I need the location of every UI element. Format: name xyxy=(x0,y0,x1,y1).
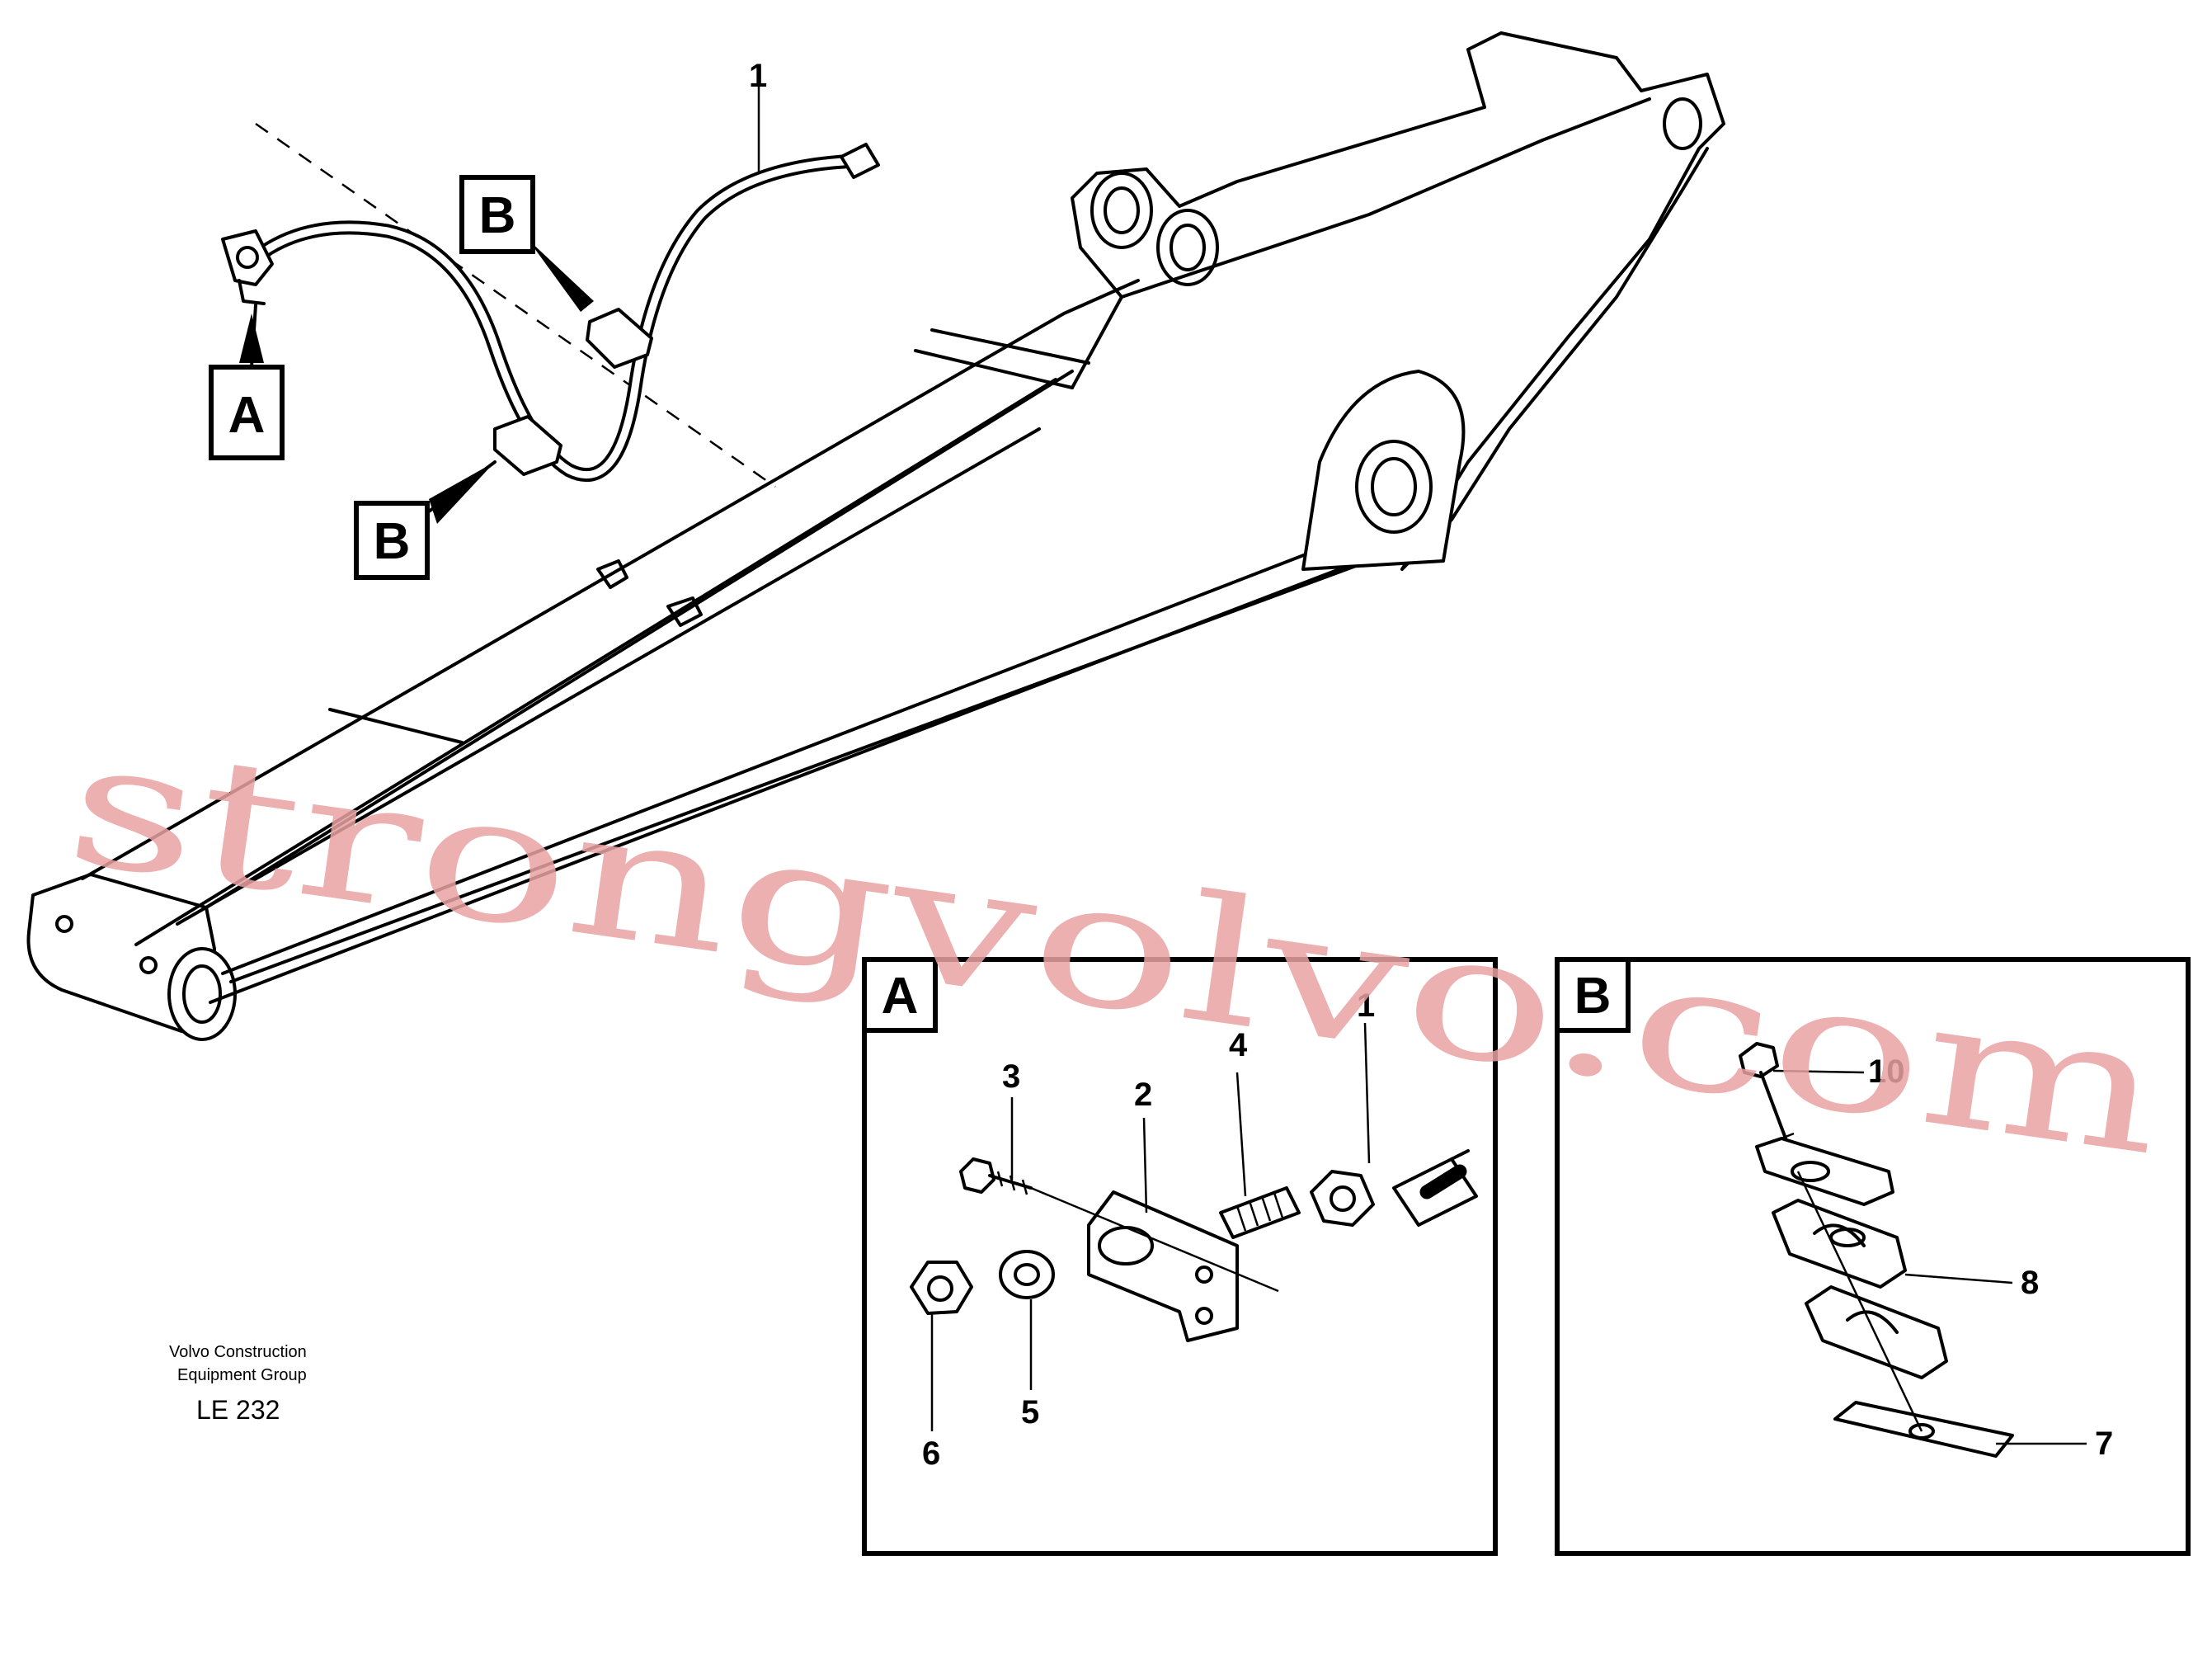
detail-a-title: A xyxy=(882,968,919,1025)
watermark: strongvolvo.com xyxy=(56,700,2175,1195)
detail-marker-b-lower: B xyxy=(354,501,430,580)
part-3-label: 3 xyxy=(1002,1058,1020,1095)
part-8-label: 8 xyxy=(2021,1265,2039,1301)
detail-a-panel: A 1 2 3 4 xyxy=(862,957,1498,1556)
drawing-code: LE 232 xyxy=(196,1395,280,1425)
detail-marker-a: A xyxy=(209,365,285,460)
detail-marker-b-upper: B xyxy=(459,175,535,254)
part-2-label: 2 xyxy=(1134,1077,1152,1113)
part-6-label: 6 xyxy=(922,1435,940,1472)
part-10-label: 10 xyxy=(1868,1053,1905,1090)
svg-text:B: B xyxy=(479,187,516,244)
part-1-label-a: 1 xyxy=(1357,987,1375,1024)
svg-text:A: A xyxy=(228,387,266,444)
main-hose-label: 1 xyxy=(749,58,767,94)
part-7-label: 7 xyxy=(2095,1426,2113,1462)
detail-b-title: B xyxy=(1574,968,1612,1025)
svg-text:B: B xyxy=(374,513,411,570)
boom-illustration xyxy=(26,31,1725,1041)
part-5-label: 5 xyxy=(1021,1394,1039,1430)
company-line-1: Volvo Construction xyxy=(169,1343,307,1361)
detail-b-panel: B 10 8 7 xyxy=(1555,957,2191,1556)
company-line-2: Equipment Group xyxy=(177,1366,307,1384)
part-4-label: 4 xyxy=(1229,1027,1248,1063)
